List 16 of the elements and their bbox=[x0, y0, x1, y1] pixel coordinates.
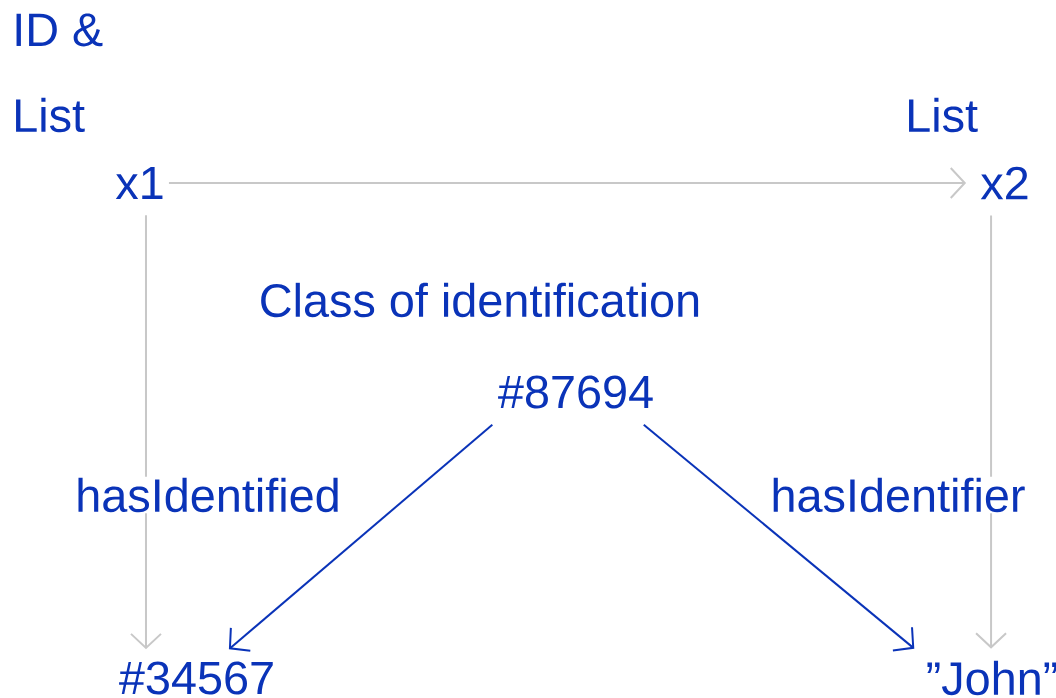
edge-label: hasIdentifier bbox=[769, 476, 1027, 514]
node-text: ”John” bbox=[927, 660, 1056, 696]
node-text: #87694 bbox=[498, 375, 653, 409]
arrow bbox=[130, 214, 162, 650]
node-caption: Class of identification bbox=[261, 282, 699, 318]
label-text: ID & bbox=[16, 13, 103, 47]
label-text: List bbox=[16, 97, 85, 133]
label-text: List bbox=[909, 97, 978, 133]
arrow bbox=[228, 423, 494, 652]
node-text: x2 bbox=[980, 166, 1028, 200]
node-text: #34567 bbox=[119, 661, 273, 695]
arrow bbox=[642, 423, 915, 652]
arrow bbox=[975, 214, 1008, 649]
node-text: x1 bbox=[115, 166, 163, 200]
edge-label: hasIdentified bbox=[74, 476, 342, 514]
arrow bbox=[167, 167, 967, 199]
